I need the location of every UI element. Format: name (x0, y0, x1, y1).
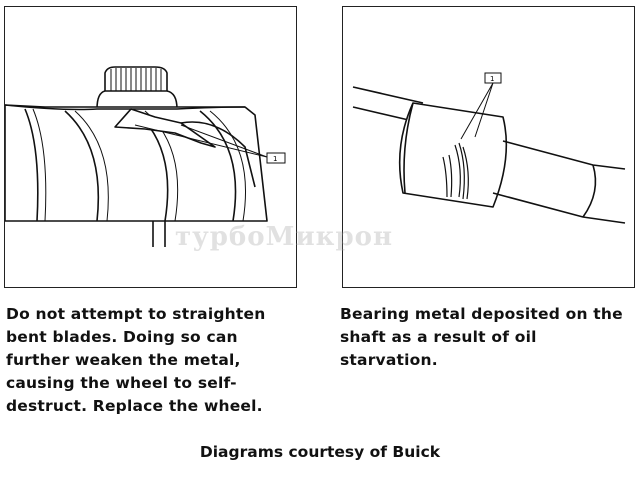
blade-2 (64, 110, 100, 222)
callout-number: 1 (490, 75, 494, 83)
callout-leader (460, 82, 494, 140)
shaft-bottom (152, 221, 166, 247)
watermark: турбоМикрон (175, 222, 394, 252)
left-caption: Do not attempt to straighten bent blades… (6, 305, 266, 415)
right-caption: Bearing metal deposited on the shaft as … (340, 305, 623, 369)
shaft-left (352, 86, 424, 122)
callout-leader (134, 124, 268, 158)
callout-box (266, 152, 286, 164)
wheel-body (5, 104, 268, 222)
metal-deposit-marks (442, 142, 469, 200)
blade-4 (199, 110, 237, 222)
shaft-right (492, 140, 626, 224)
callout-box (484, 72, 502, 84)
shaft-bearing-diagram: 1 (342, 6, 635, 288)
bearing-journal (398, 102, 508, 208)
credit-line: Diagrams courtesy of Buick (199, 443, 441, 461)
blade-1 (24, 108, 39, 222)
bent-blades-illustration: 1 (5, 66, 286, 247)
callout-number: 1 (273, 155, 277, 163)
hub-collar (96, 90, 178, 110)
oil-starvation-illustration: 1 (352, 72, 626, 224)
turbine-wheel-diagram: 1 (4, 6, 297, 288)
